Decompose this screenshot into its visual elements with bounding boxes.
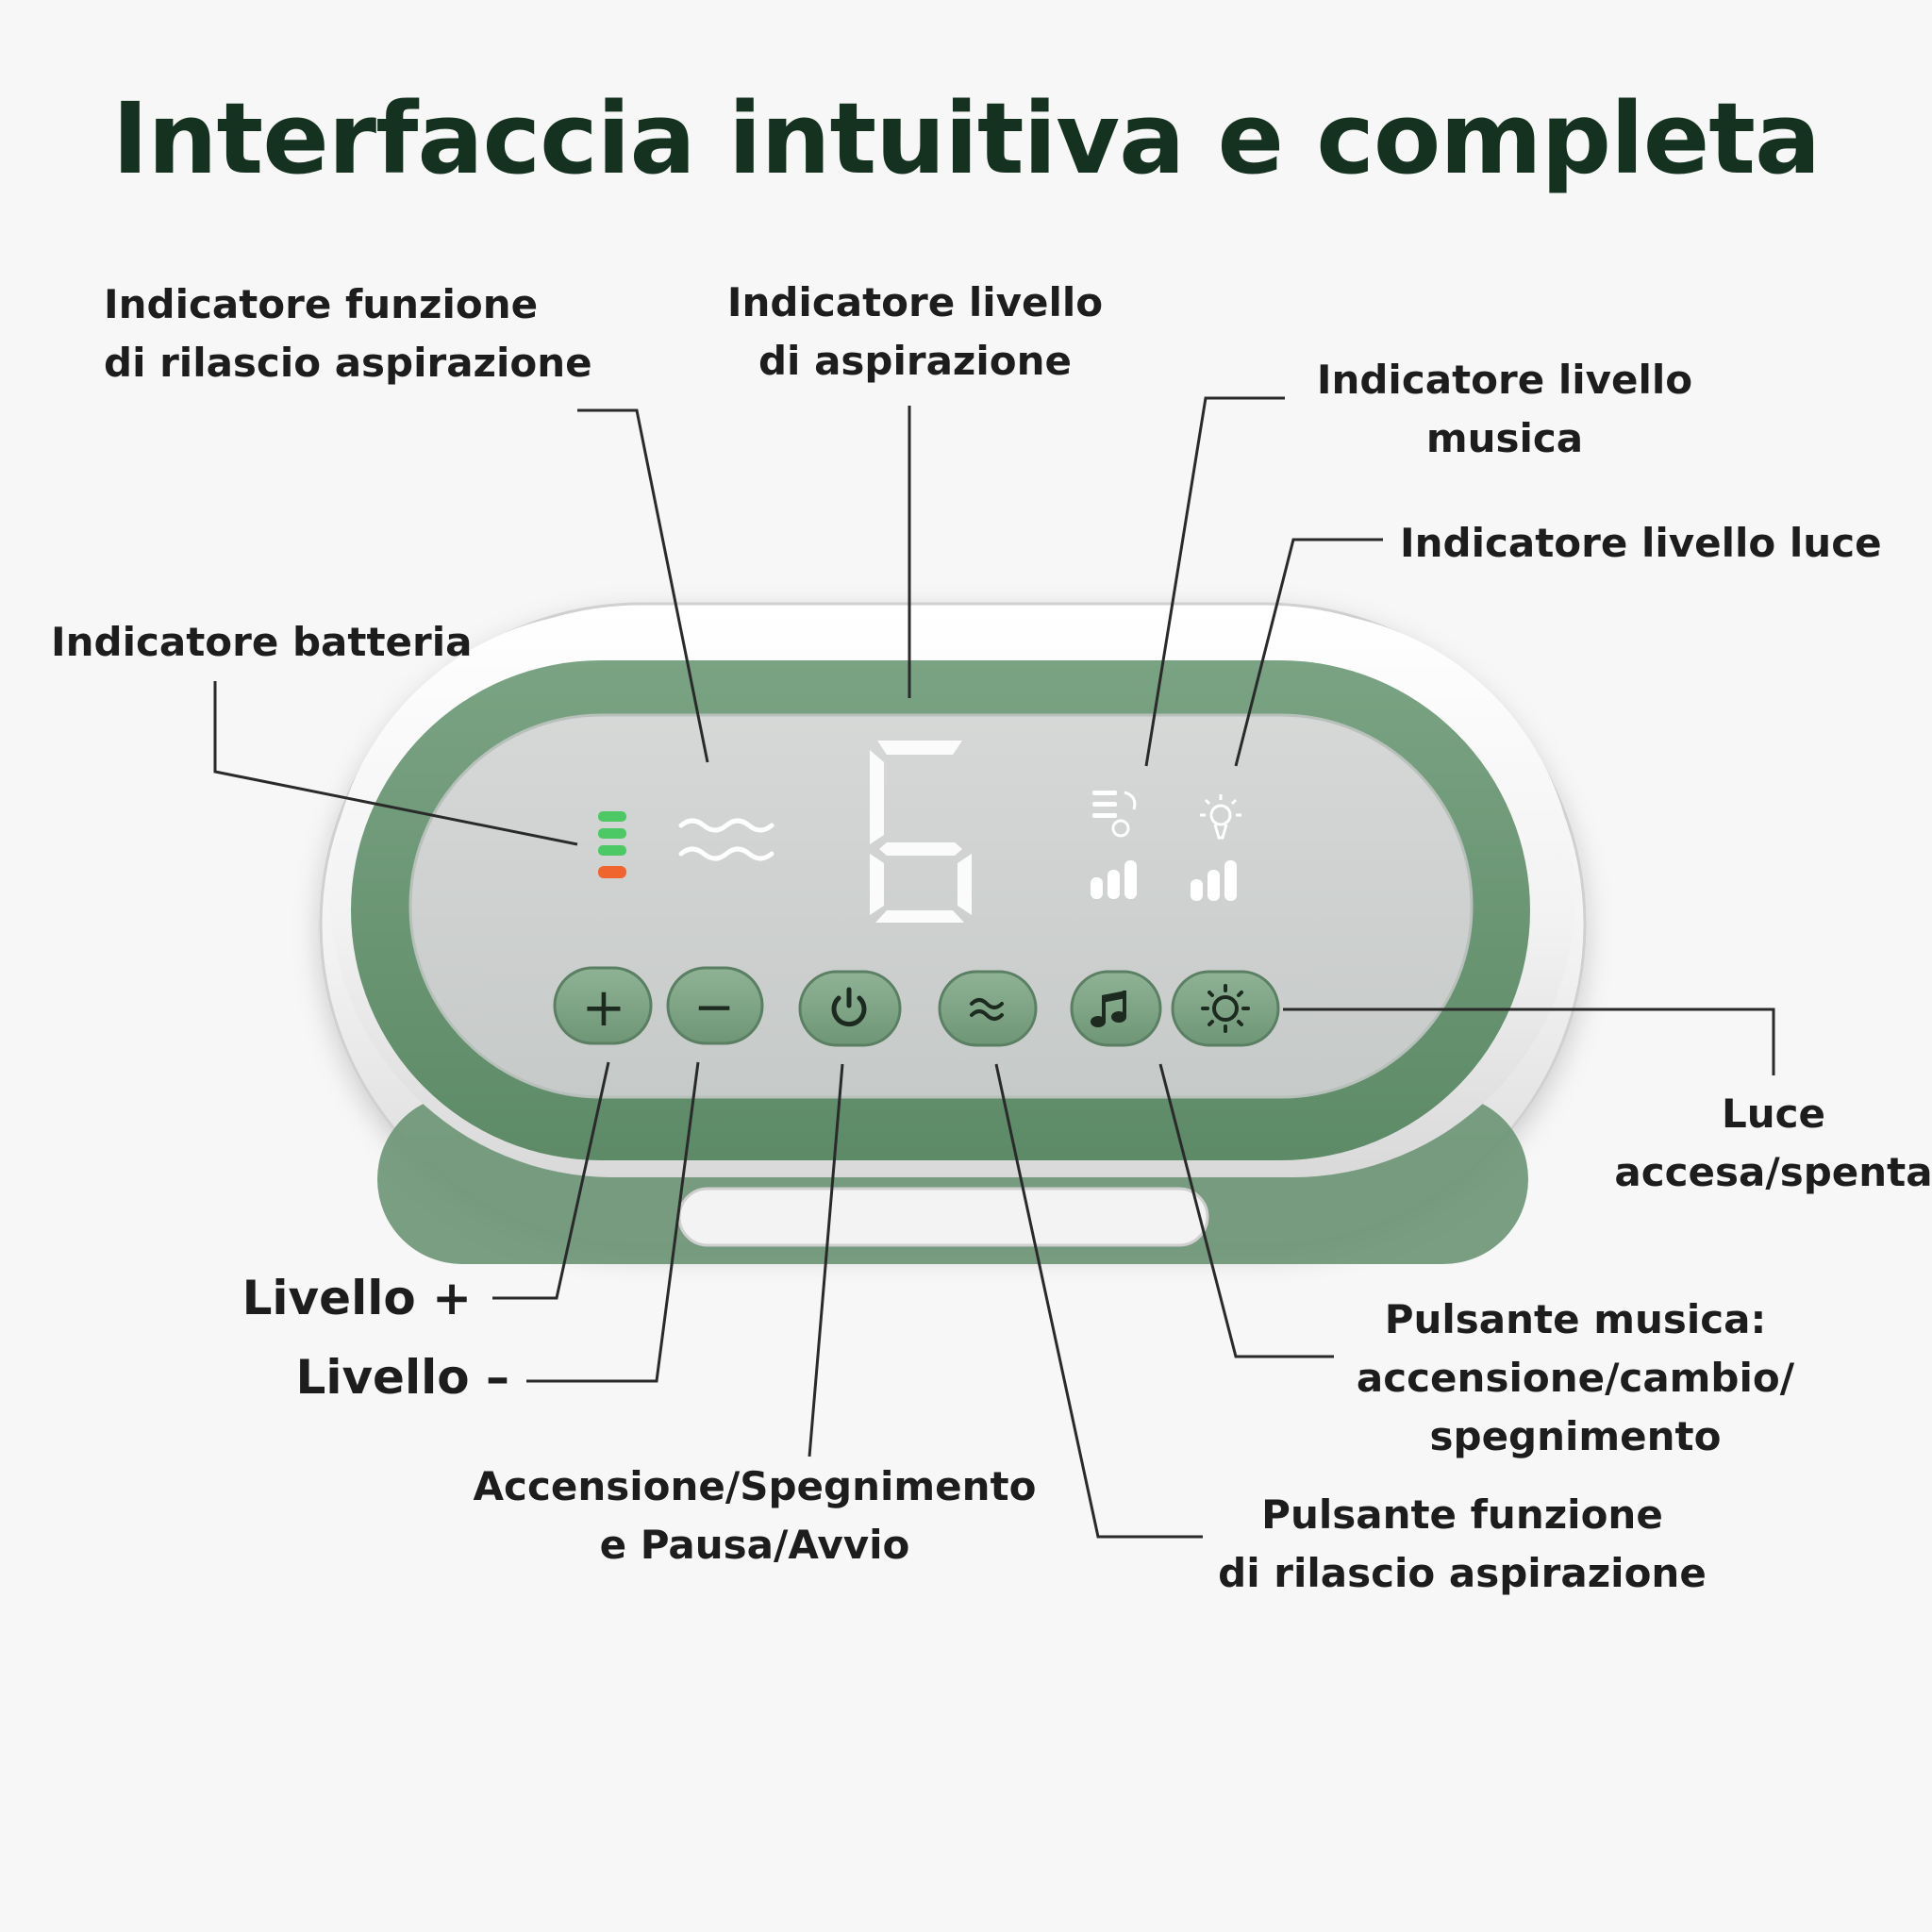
minus-button-shape [666, 966, 764, 1045]
label-light-toggle: Luce accesa/spenta [1614, 1091, 1932, 1195]
wave-button-shape [938, 970, 1038, 1047]
label-battery-indicator: Indicatore batteria [51, 619, 473, 665]
device-handle-slot [677, 1187, 1209, 1247]
sun-icon [1201, 984, 1250, 1033]
plus-symbol: + [582, 977, 626, 1039]
power-icon [831, 987, 867, 1027]
music-level-bars [1091, 860, 1137, 899]
plus-button-shape [553, 966, 653, 1045]
label-suction-release-indicator: Indicatore funzione di rilascio aspirazi… [104, 281, 592, 386]
label-suction-level-indicator: Indicatore livello di aspirazione [726, 279, 1104, 384]
music-button-shape [1070, 970, 1162, 1047]
screen [408, 713, 1474, 1099]
wave-icon [678, 818, 774, 861]
power-button-shape [798, 970, 902, 1047]
minus-symbol: − [693, 979, 735, 1036]
light-level-bars [1191, 860, 1237, 901]
buttons-row: + − [553, 966, 1280, 1047]
label-level-plus: Livello + [242, 1271, 472, 1325]
music-level-icon [1092, 791, 1137, 838]
label-light-level-indicator: Indicatore livello luce [1400, 520, 1882, 566]
label-music-button: Pulsante musica: accensione/cambio/ speg… [1356, 1296, 1795, 1459]
page-title: Interfaccia intuitiva e completa [111, 81, 1821, 196]
label-power-button: Accensione/Spegnimento e Pausa/Avvio [473, 1463, 1037, 1568]
label-level-minus: Livello – [295, 1350, 509, 1405]
label-suction-release-button: Pulsante funzione di rilascio aspirazion… [1218, 1491, 1707, 1596]
label-music-level-indicator: Indicatore livello musica [1316, 357, 1693, 461]
light-level-icon [1200, 794, 1241, 840]
wave-icon-button [970, 998, 1004, 1021]
music-note-icon [1091, 991, 1126, 1027]
leader-lines [213, 396, 1775, 1539]
digit-display [870, 741, 972, 923]
battery-icon [598, 811, 626, 878]
level-digit-text: 6 [923, 781, 998, 782]
light-button-shape [1171, 970, 1280, 1047]
